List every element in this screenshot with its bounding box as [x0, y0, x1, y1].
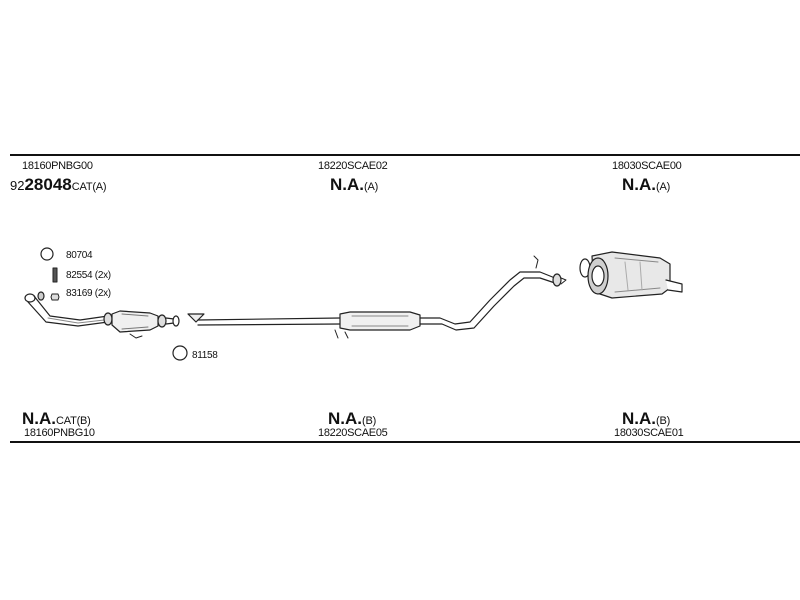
callout-bolt: 82554 (2x): [66, 270, 111, 281]
top-label-front-suffix: CAT(A): [71, 181, 107, 193]
bottom-part-number-middle: 18220SCAE05: [318, 427, 388, 439]
top-part-number-middle: 18220SCAE02: [318, 160, 388, 172]
top-label-middle-suffix: (A): [364, 181, 379, 193]
callout-ring-2: 81158: [192, 350, 218, 361]
bolt-icon: [52, 267, 58, 283]
middle-pipe-part: [187, 255, 567, 339]
bottom-label-middle-text: N.A.: [328, 409, 362, 428]
top-label-front-number: 28048: [24, 175, 72, 194]
catalytic-converter-part: [103, 310, 180, 333]
callout-nut: 83169 (2x): [66, 288, 111, 299]
bottom-label-middle-suffix: (B): [362, 415, 377, 427]
gasket-ring-icon: [40, 247, 54, 261]
top-label-middle: N.A.(A): [330, 176, 378, 193]
top-part-number-front: 18160PNBG00: [22, 160, 93, 172]
bottom-part-number-rear: 18030SCAE01: [614, 427, 684, 439]
top-label-rear: N.A.(A): [622, 176, 670, 193]
bottom-part-number-front: 18160PNBG10: [24, 427, 95, 439]
bottom-label-rear-suffix: (B): [656, 415, 671, 427]
rear-muffler-part: [579, 251, 683, 299]
bottom-divider-line: [10, 441, 800, 443]
front-pipe-part: [24, 291, 109, 327]
bottom-label-rear: N.A.(B): [622, 410, 670, 427]
top-label-rear-text: N.A.: [622, 175, 656, 194]
top-label-front: 9228048CAT(A): [10, 175, 107, 194]
top-part-number-rear: 18030SCAE00: [612, 160, 682, 172]
top-divider-line: [10, 154, 800, 156]
bottom-label-front: N.A.CAT(B): [22, 410, 91, 427]
callout-ring-1: 80704: [66, 250, 93, 261]
top-label-middle-text: N.A.: [330, 175, 364, 194]
bottom-label-middle: N.A.(B): [328, 410, 376, 427]
nut-icon: [50, 293, 60, 301]
top-label-front-prefix: 92: [10, 178, 25, 193]
gasket-ring-2-icon: [172, 345, 188, 361]
bottom-label-front-suffix: CAT(B): [56, 415, 91, 427]
bottom-label-front-text: N.A.: [22, 409, 56, 428]
cat-bracket-part: [129, 333, 143, 339]
bottom-label-rear-text: N.A.: [622, 409, 656, 428]
top-label-rear-suffix: (A): [656, 181, 671, 193]
